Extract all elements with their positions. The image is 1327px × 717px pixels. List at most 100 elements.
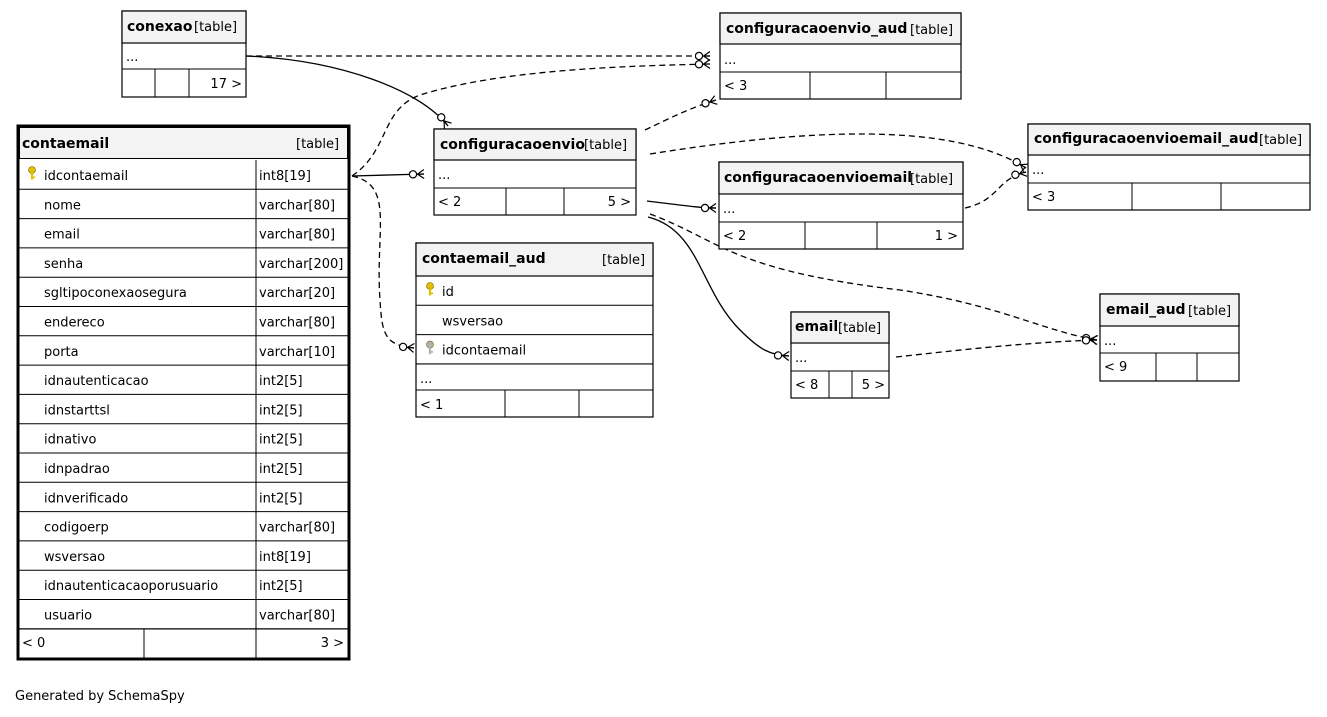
more-columns-ellipsis: ...: [420, 372, 432, 387]
foreign-key-icon: [426, 340, 434, 355]
edge-configuracaoenvioemail-configuracaoenvioemail-aud: [964, 172, 1026, 209]
edge-conexao-configuracaoenvio: [245, 55, 448, 126]
column-name: idcontaemail: [442, 344, 526, 359]
column-name: idcontaemail: [44, 169, 128, 184]
table-configuracaoenvioemail-aud[interactable]: configuracaoenvioemail_aud [table] ... <…: [1027, 123, 1311, 211]
column-name: idnautenticacao: [44, 374, 149, 389]
table-configuracaoenvio[interactable]: configuracaoenvio [table] ... < 2 5 >: [433, 128, 637, 216]
parents-count: < 8: [795, 378, 818, 393]
primary-key-icon: [426, 282, 434, 296]
table-title: configuracaoenvioemail: [724, 170, 912, 186]
column-name: email: [44, 228, 80, 243]
edge-contaemail-configuracaoenvio-aud: [351, 64, 710, 177]
column-name: senha: [44, 257, 83, 272]
parents-count: < 2: [723, 229, 746, 244]
table-tag: [table]: [838, 321, 881, 336]
edge-configuracaoenvio-email-aud: [649, 213, 1097, 340]
column-name: idnautenticacaoporusuario: [44, 579, 218, 594]
column-type: int8[19]: [259, 550, 311, 565]
children-count: 5 >: [862, 378, 885, 393]
column-type: int2[5]: [259, 579, 303, 594]
parents-count: < 3: [724, 79, 747, 94]
more-columns-ellipsis: ...: [795, 351, 807, 366]
more-columns-ellipsis: ...: [126, 50, 138, 65]
table-row: id: [416, 282, 653, 306]
table-contaemail[interactable]: contaemail [table] idcontaemail int8[19] n…: [16, 124, 351, 661]
more-columns-ellipsis: ...: [1032, 163, 1044, 178]
table-title: conexao: [127, 19, 193, 35]
column-name: idnverificado: [44, 491, 128, 506]
column-type: varchar[80]: [259, 609, 335, 624]
relationship-edges: [245, 55, 1097, 358]
table-title: configuracaoenvio: [440, 137, 585, 153]
parents-count: < 0: [22, 636, 45, 651]
children-count: 3 >: [321, 636, 344, 651]
table-row: idnstarttsl int2[5]: [18, 394, 349, 425]
edge-email-email-aud: [895, 340, 1097, 358]
more-columns-ellipsis: ...: [723, 202, 735, 217]
column-type: int2[5]: [259, 462, 303, 477]
table-contaemail-aud[interactable]: contaemail_aud [table] idwsversaoidconta…: [415, 242, 654, 418]
table-email[interactable]: email [table] ... < 8 5 >: [790, 311, 890, 399]
column-name: idnpadrao: [44, 462, 110, 477]
table-conexao[interactable]: conexao [table] ... 17 >: [121, 10, 247, 98]
column-name: idnstarttsl: [44, 403, 110, 418]
table-title: email_aud: [1106, 302, 1186, 318]
parents-count: < 1: [420, 398, 443, 413]
column-name: usuario: [44, 609, 92, 624]
table-configuracaoenvioemail[interactable]: configuracaoenvioemail [table] ... < 2 1…: [718, 161, 964, 250]
column-type: varchar[80]: [259, 198, 335, 213]
edge-configuracaoenvio-configuracaoenvio-aud: [644, 100, 716, 131]
table-title: contaemail_aud: [422, 251, 546, 267]
column-name: wsversao: [44, 550, 105, 565]
column-name: nome: [44, 198, 81, 213]
more-columns-ellipsis: ...: [724, 53, 736, 68]
table-row: wsversao int8[19]: [18, 540, 349, 571]
column-type: varchar[200]: [259, 257, 343, 272]
column-type: varchar[80]: [259, 228, 335, 243]
column-name: id: [442, 285, 454, 300]
column-name: sgltipoconexaosegura: [44, 286, 187, 301]
parents-count: < 9: [1104, 360, 1127, 375]
column-type: int2[5]: [259, 433, 303, 448]
column-type: varchar[20]: [259, 286, 335, 301]
table-row: wsversao: [416, 314, 653, 336]
table-tag: [table]: [910, 172, 953, 187]
column-type: int8[19]: [259, 169, 311, 184]
table-title: contaemail: [22, 136, 109, 152]
generated-by-footer: Generated by SchemaSpy: [15, 689, 185, 704]
table-row: nome varchar[80]: [18, 189, 349, 220]
counts-row: < 0 3 >: [18, 628, 349, 658]
column-type: int2[5]: [259, 403, 303, 418]
edge-configuracaoenvio-configuracaoenvioemail-aud: [649, 133, 1026, 168]
table-row: idnautenticacaoporusuario int2[5]: [18, 570, 349, 600]
column-name: idnativo: [44, 433, 96, 448]
column-type: int2[5]: [259, 374, 303, 389]
table-tag: [table]: [296, 137, 339, 152]
edge-contaemail-contaemail-aud: [351, 175, 414, 348]
table-title: email: [795, 319, 838, 335]
column-type: varchar[80]: [259, 521, 335, 536]
parents-count: < 2: [438, 195, 461, 210]
more-columns-ellipsis: ...: [438, 168, 450, 183]
table-row: idcontaemail int8[19]: [18, 160, 349, 190]
edge-contaemail-configuracaoenvio: [351, 174, 424, 176]
table-row: idnautenticacao int2[5]: [18, 365, 349, 395]
table-email-aud[interactable]: email_aud [table] ... < 9: [1099, 293, 1240, 382]
table-row: idnpadrao int2[5]: [18, 453, 349, 483]
table-tag: [table]: [584, 138, 627, 153]
children-count: 1 >: [935, 229, 958, 244]
column-name: porta: [44, 345, 79, 360]
edge-configuracaoenvio-configuracaoenvioemail: [646, 200, 716, 208]
children-count: 5 >: [608, 195, 631, 210]
parents-count: < 3: [1032, 190, 1055, 205]
table-configuracaoenvio-aud[interactable]: configuracaoenvio_aud [table] ... < 3: [719, 12, 962, 100]
children-count: 17 >: [210, 77, 242, 92]
column-type: varchar[80]: [259, 316, 335, 331]
table-tag: [table]: [1259, 133, 1302, 148]
